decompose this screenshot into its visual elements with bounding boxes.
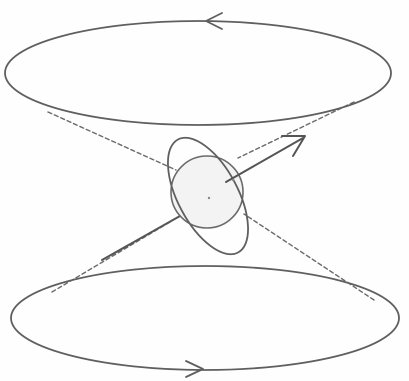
- sphere-center-dot: [208, 197, 210, 199]
- spin-axis-tail: [102, 216, 180, 260]
- guide-line-lower-right: [244, 214, 374, 300]
- lower-loop: [11, 266, 399, 377]
- guide-line-upper-left: [48, 112, 176, 170]
- spin-axis-arrow: [226, 136, 305, 182]
- central-sphere: [171, 156, 243, 228]
- lower-loop-ellipse: [11, 266, 399, 370]
- upper-loop: [5, 13, 391, 125]
- sphere-surface-dot: [232, 179, 234, 181]
- upper-loop-ellipse: [5, 21, 391, 125]
